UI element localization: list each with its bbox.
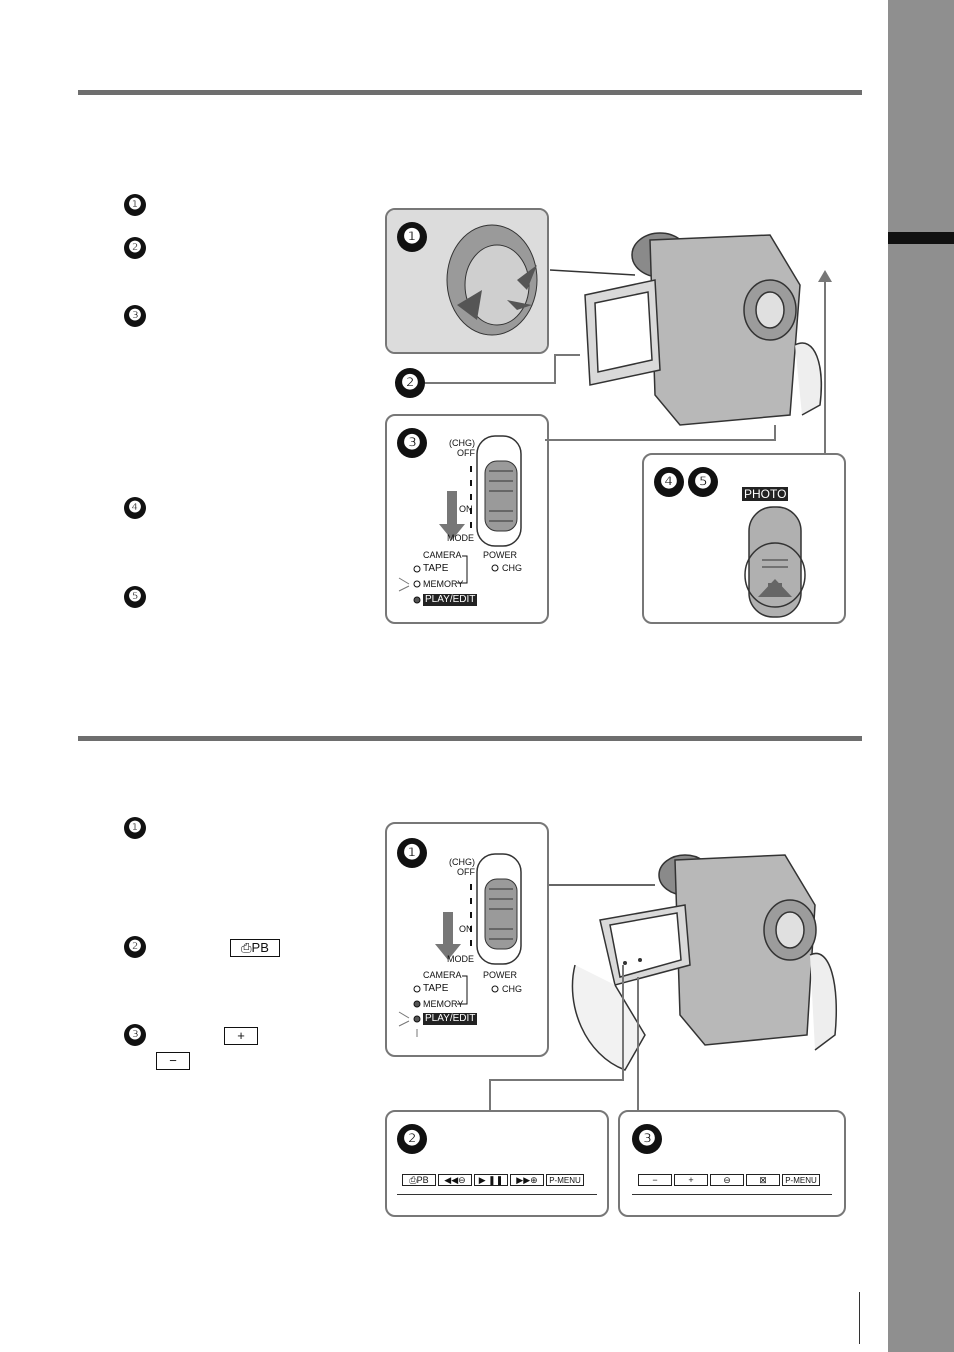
screen-edge-line-zoom — [632, 1194, 832, 1195]
label-mode: MODE — [447, 533, 474, 543]
step-5-marker: ❺ — [124, 586, 146, 608]
label-memory-bottom: MEMORY — [423, 999, 464, 1009]
playback-button-bar: ⎙PB ◀◀⊖ ▶ ❚❚ ▶▶⊕ P-MENU — [402, 1174, 584, 1186]
power-switch-illustration-bottom — [398, 853, 522, 1037]
label-play-edit: PLAY/EDIT — [423, 594, 478, 606]
label-chg-off-bottom: (CHG) OFF — [449, 857, 475, 877]
panel-power-switch: ❸ (CHG) OFF ON MODE POWER CHG CAMERA TAP… — [385, 414, 549, 624]
step-3-marker: ❸ — [124, 305, 146, 327]
photo-button-illustration — [744, 506, 806, 618]
section-rule-top — [78, 90, 862, 95]
zoom-button-bar: − + ⊖ ⊠ P-MENU — [638, 1174, 820, 1186]
section-rule-bottom — [78, 736, 862, 741]
step-1-marker: ❶ — [124, 194, 146, 216]
step-3-marker-bottom: ❸ — [124, 1024, 146, 1046]
p-menu-button-zoom: P-MENU — [782, 1174, 820, 1186]
zoom-plus-button: + — [674, 1174, 708, 1186]
power-switch-illustration — [398, 435, 522, 604]
label-memory: MEMORY — [423, 579, 464, 589]
label-chg: CHG — [502, 563, 522, 573]
callout-5: ❺ — [688, 467, 718, 497]
callout-3: ❸ — [397, 428, 427, 458]
page-number-divider — [859, 1292, 860, 1344]
plus-key: + — [224, 1027, 258, 1045]
return-button: ⊖ — [710, 1174, 744, 1186]
minus-key: − — [156, 1052, 190, 1070]
step-4-marker: ❹ — [124, 497, 146, 519]
chapter-side-tab-marker — [888, 232, 954, 244]
p-menu-button: P-MENU — [546, 1174, 584, 1186]
panel-power-switch-bottom: ❶ (CHG) OFF ON MODE POWER CHG CAMERA TAP… — [385, 822, 549, 1057]
label-power-bottom: POWER — [483, 970, 518, 980]
label-chg-off: (CHG) OFF — [449, 438, 475, 458]
callout-1-bottom: ❶ — [397, 838, 427, 868]
callout-2-connector — [425, 354, 580, 384]
callout-2: ❷ — [395, 368, 425, 398]
camcorder-illustration-bottom — [545, 854, 838, 1071]
label-camera: CAMERA — [423, 550, 462, 560]
panel-playback-screen: ❷ ⎙PB ◀◀⊖ ▶ ❚❚ ▶▶⊕ P-MENU — [385, 1110, 609, 1217]
callout-1: ❶ — [397, 222, 427, 252]
label-mode-bottom: MODE — [447, 954, 474, 964]
callout-3-bottom: ❸ — [632, 1124, 662, 1154]
label-on: ON — [459, 504, 473, 514]
panel-45-connector — [818, 270, 832, 453]
label-play-edit-bottom: PLAY/EDIT — [423, 1013, 478, 1025]
camcorder-illustration-top — [549, 232, 826, 455]
fast-forward-button: ▶▶⊕ — [510, 1174, 544, 1186]
label-tape: TAPE — [423, 563, 449, 574]
pb-button: ⎙PB — [402, 1174, 436, 1186]
pb-key: ⎙PB — [230, 939, 280, 957]
step-2-marker: ❷ — [124, 237, 146, 259]
callout-4: ❹ — [654, 467, 684, 497]
panel-photo-button: ❹ ❺ PHOTO — [642, 453, 846, 624]
play-pause-button: ▶ ❚❚ — [474, 1174, 508, 1186]
zoom-minus-button: − — [638, 1174, 672, 1186]
screen-edge-line — [397, 1194, 597, 1195]
chapter-side-tab — [888, 0, 954, 1352]
panel-lens-cap: ❶ — [385, 208, 549, 354]
bottom-panel-connectors — [489, 965, 639, 1112]
step-2-marker-bottom: ❷ — [124, 936, 146, 958]
index-button: ⊠ — [746, 1174, 780, 1186]
label-camera-bottom: CAMERA — [423, 970, 462, 980]
label-on-bottom: ON — [459, 924, 473, 934]
step-1-marker-bottom: ❶ — [124, 817, 146, 839]
rewind-button: ◀◀⊖ — [438, 1174, 472, 1186]
panel-3-connector — [545, 425, 776, 441]
label-power: POWER — [483, 550, 518, 560]
callout-2-bottom: ❷ — [397, 1124, 427, 1154]
panel-zoom-screen: ❸ − + ⊖ ⊠ P-MENU — [618, 1110, 846, 1217]
label-chg-bottom: CHG — [502, 984, 522, 994]
label-tape-bottom: TAPE — [423, 983, 449, 994]
label-photo: PHOTO — [742, 487, 789, 501]
